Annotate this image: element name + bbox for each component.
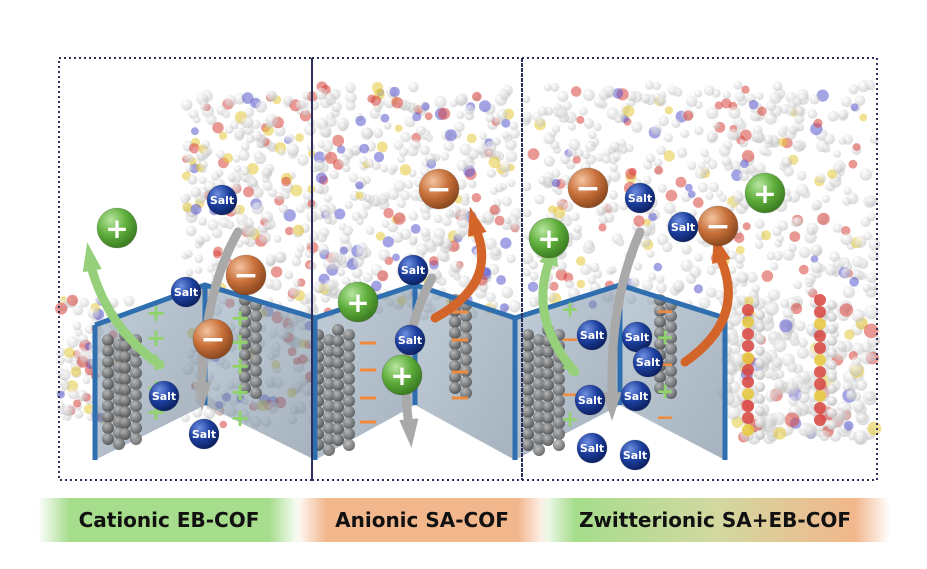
salt-particle-label: Salt (623, 449, 647, 462)
pore-wall-atoms (522, 329, 545, 456)
plus-charge: + (230, 378, 250, 406)
salt-particle-label: Salt (192, 428, 216, 441)
plus-charge: + (146, 299, 166, 327)
cation-ball: + (381, 354, 423, 396)
cation-ball: + (744, 172, 786, 214)
salt-particle-label: Salt (636, 356, 660, 369)
anion-ball: − (225, 254, 267, 296)
cof-structure-2 (312, 81, 523, 321)
plus-charge: + (230, 328, 250, 356)
panel-frames (58, 57, 878, 481)
cation-ball: + (337, 281, 379, 323)
salt-particle-label: Salt (152, 390, 176, 403)
salt-particle: Salt (619, 439, 651, 471)
cation-ball-label: + (537, 222, 560, 255)
panel-frame (521, 57, 878, 481)
minus-charge: − (357, 328, 379, 358)
anion-ball: − (418, 168, 460, 210)
salt-particle-label: Salt (671, 221, 695, 234)
salt-rejection-arrow (192, 227, 243, 411)
anion-ball: − (192, 318, 234, 360)
salt-particle: Salt (620, 380, 652, 412)
minus-charge: − (357, 407, 379, 437)
anion-ball-label: − (575, 171, 600, 206)
minus-charge: − (449, 325, 471, 355)
salt-particle-label: Salt (625, 331, 649, 344)
pore-wall-atoms (332, 324, 355, 451)
salt-particle-label: Salt (624, 390, 648, 403)
cation-ball-label: + (390, 359, 413, 392)
anion-ball-label: − (705, 209, 730, 244)
caption-zwitterionic-sa-eb-cof: Zwitterionic SA+EB-COF (540, 498, 890, 542)
plus-charge: + (230, 404, 250, 432)
plus-charge: + (656, 380, 674, 405)
salt-particle: Salt (206, 184, 238, 216)
salt-particle: Salt (576, 319, 608, 351)
plus-charge: + (230, 352, 250, 380)
cation-ball: + (528, 217, 570, 259)
caption-cationic-eb-cof: Cationic EB-COF (38, 498, 300, 542)
salt-particle: Salt (394, 324, 426, 356)
minus-charge: − (561, 328, 579, 353)
plus-charge: + (656, 326, 674, 351)
salt-particle: Salt (188, 418, 220, 450)
salt-particle: Salt (576, 432, 608, 464)
cation-ball: + (96, 207, 138, 249)
cation-ball-label: + (753, 177, 776, 210)
salt-particle-label: Salt (578, 394, 602, 407)
anion-ball-label: − (233, 258, 258, 293)
salt-particle: Salt (632, 346, 664, 378)
salt-particle: Salt (621, 321, 653, 353)
anion-ball: − (567, 167, 609, 209)
sulfonate-column-1 (742, 304, 765, 440)
salt-particle: Salt (574, 384, 606, 416)
cation-permeation-arrow (82, 242, 165, 370)
anion-ball-label: − (200, 322, 225, 357)
cation-ball-label: + (105, 212, 128, 245)
plus-charge: + (561, 408, 579, 433)
salt-particle-label: Salt (401, 264, 425, 277)
minus-charge: − (656, 406, 674, 431)
anion-ball-label: − (426, 172, 451, 207)
minus-charge: − (449, 357, 471, 387)
salt-particle: Salt (624, 182, 656, 214)
minus-charge: − (449, 383, 471, 413)
sulfonate-column-2 (814, 294, 837, 430)
salt-particle: Salt (667, 211, 699, 243)
salt-particle: Salt (397, 254, 429, 286)
salt-particle-label: Salt (174, 286, 198, 299)
plus-charge: + (230, 304, 250, 332)
plus-charge: + (146, 324, 166, 352)
minus-charge: − (561, 383, 579, 408)
salt-particle-label: Salt (210, 194, 234, 207)
salt-particle: Salt (148, 380, 180, 412)
minus-charge: − (357, 383, 379, 413)
anion-permeation-arrow (430, 206, 487, 323)
caption-anionic-sa-cof: Anionic SA-COF (296, 498, 548, 542)
anion-ball: − (697, 205, 739, 247)
salt-particle-label: Salt (628, 192, 652, 205)
salt-rejection-arrow (602, 227, 645, 421)
salt-particle: Salt (170, 276, 202, 308)
salt-particle-label: Salt (580, 442, 604, 455)
minus-charge: − (656, 300, 674, 325)
plus-charge: + (561, 298, 579, 323)
minus-charge: − (357, 355, 379, 385)
panel-frame (58, 57, 313, 481)
salt-particle-label: Salt (398, 334, 422, 347)
cation-ball-label: + (346, 286, 369, 319)
transport-arrows (82, 206, 733, 448)
salt-particle-label: Salt (580, 329, 604, 342)
